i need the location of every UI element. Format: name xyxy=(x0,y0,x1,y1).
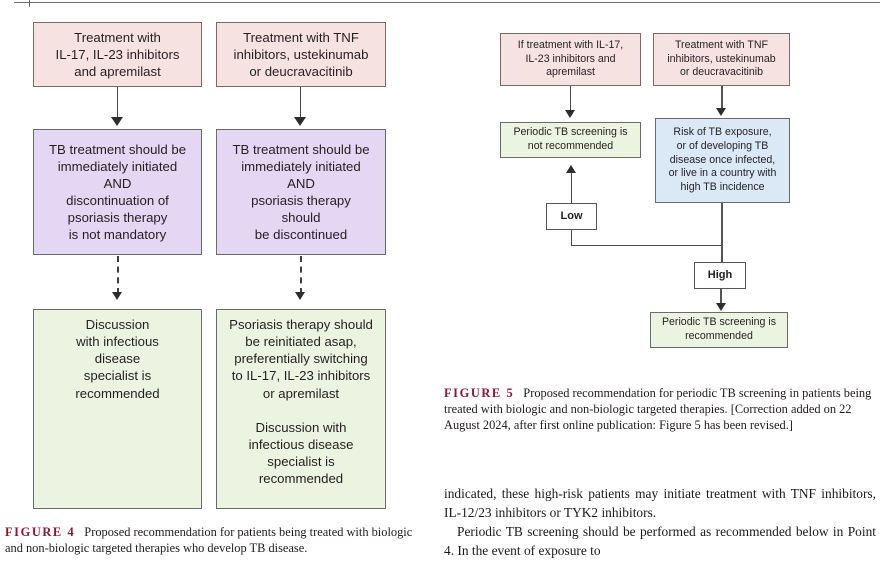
figure-5-label: FIGURE 5 xyxy=(444,386,515,400)
fig5-node-treatment-tnf-label: Treatment with TNF inhibitors, ustekinum… xyxy=(667,38,776,79)
fig4-arrowhead-a2-b2 xyxy=(294,117,306,126)
fig4-node-tb-treatment-not-mandatory[interactable]: TB treatment should be immediately initi… xyxy=(33,129,202,255)
fig4-node-psoriasis-reinitiated[interactable]: Psoriasis therapy should be reinitiated … xyxy=(216,309,386,509)
fig4-node-treatment-tnf[interactable]: Treatment with TNF inhibitors, ustekinum… xyxy=(216,22,386,87)
fig4-arrowhead-b1-c1 xyxy=(112,292,122,300)
fig5-arrowhead-low-to-b1 xyxy=(566,165,576,173)
fig5-node-if-treatment-il17-label: If treatment with IL-17, IL-23 inhibitor… xyxy=(517,38,624,79)
fig4-node-treatment-tnf-label: Treatment with TNF inhibitors, ustekinum… xyxy=(233,29,369,80)
fig4-node-tb-treatment-discontinued-label: TB treatment should be immediately initi… xyxy=(232,141,370,243)
body-paragraph-2: Periodic TB screening should be performe… xyxy=(444,524,876,559)
fig5-node-risk-of-tb-exposure[interactable]: Risk of TB exposure, or of developing TB… xyxy=(655,118,790,203)
figure-5-caption-text: Proposed recommendation for periodic TB … xyxy=(444,386,872,433)
fig4-arrowhead-a1-b1 xyxy=(111,117,123,126)
fig4-connector-a1-b1 xyxy=(117,87,118,119)
fig5-connector-low-to-b1 xyxy=(571,172,572,203)
fig5-connector-low-to-trunk xyxy=(571,245,722,246)
fig5-connector-a2-b2 xyxy=(721,86,723,110)
fig5-node-if-treatment-il17[interactable]: If treatment with IL-17, IL-23 inhibitor… xyxy=(500,33,641,86)
fig5-connector-low-stub xyxy=(571,230,572,246)
fig4-dashed-connector-b2-c2 xyxy=(300,256,302,294)
fig5-connector-high-to-c2 xyxy=(720,289,722,306)
figure-4-caption-text: Proposed recommendation for patients bei… xyxy=(5,525,413,556)
fig4-arrowhead-b2-c2 xyxy=(295,292,305,300)
body-paragraph-1: indicated, these high-risk patients may … xyxy=(444,486,876,521)
fig4-dashed-connector-b1-c1 xyxy=(117,256,119,294)
fig5-node-low-label: Low xyxy=(560,210,583,223)
top-rule-tick xyxy=(29,0,30,7)
fig5-node-treatment-tnf[interactable]: Treatment with TNF inhibitors, ustekinum… xyxy=(653,33,790,86)
fig5-node-risk-of-tb-exposure-label: Risk of TB exposure, or of developing TB… xyxy=(668,126,777,194)
fig5-connector-a1-b1 xyxy=(570,86,571,112)
fig5-node-screening-not-recommended[interactable]: Periodic TB screening is not recommended xyxy=(500,122,641,158)
fig5-node-screening-recommended-label: Periodic TB screening is recommended xyxy=(661,316,777,342)
body-text-column: indicated, these high-risk patients may … xyxy=(444,484,876,561)
fig5-node-screening-recommended[interactable]: Periodic TB screening is recommended xyxy=(650,312,788,348)
fig4-node-treatment-il17-label: Treatment with IL-17, IL-23 inhibitors a… xyxy=(55,29,180,80)
fig5-node-high[interactable]: High xyxy=(694,262,746,289)
fig5-arrowhead-a1-b1 xyxy=(565,110,575,118)
fig5-arrowhead-a2-b2 xyxy=(716,108,726,116)
fig5-node-low[interactable]: Low xyxy=(546,203,597,230)
fig4-connector-a2-b2 xyxy=(300,87,301,119)
fig5-node-high-label: High xyxy=(707,269,733,282)
fig4-node-treatment-il17[interactable]: Treatment with IL-17, IL-23 inhibitors a… xyxy=(33,22,202,87)
fig5-node-screening-not-recommended-label: Periodic TB screening is not recommended xyxy=(513,126,628,152)
figure-4-label: FIGURE 4 xyxy=(5,525,76,539)
fig4-node-discussion-id-specialist[interactable]: Discussion with infectious disease speci… xyxy=(33,309,202,509)
fig4-node-discussion-id-specialist-label: Discussion with infectious disease speci… xyxy=(75,317,160,401)
fig5-connector-b2-trunk xyxy=(721,203,723,262)
fig5-arrowhead-high-to-c2 xyxy=(716,303,726,311)
fig4-node-tb-treatment-discontinued[interactable]: TB treatment should be immediately initi… xyxy=(216,129,386,255)
fig4-node-psoriasis-reinitiated-label: Psoriasis therapy should be reinitiated … xyxy=(229,317,373,487)
fig4-node-tb-treatment-not-mandatory-label: TB treatment should be immediately initi… xyxy=(48,141,187,243)
top-rule xyxy=(14,2,880,3)
